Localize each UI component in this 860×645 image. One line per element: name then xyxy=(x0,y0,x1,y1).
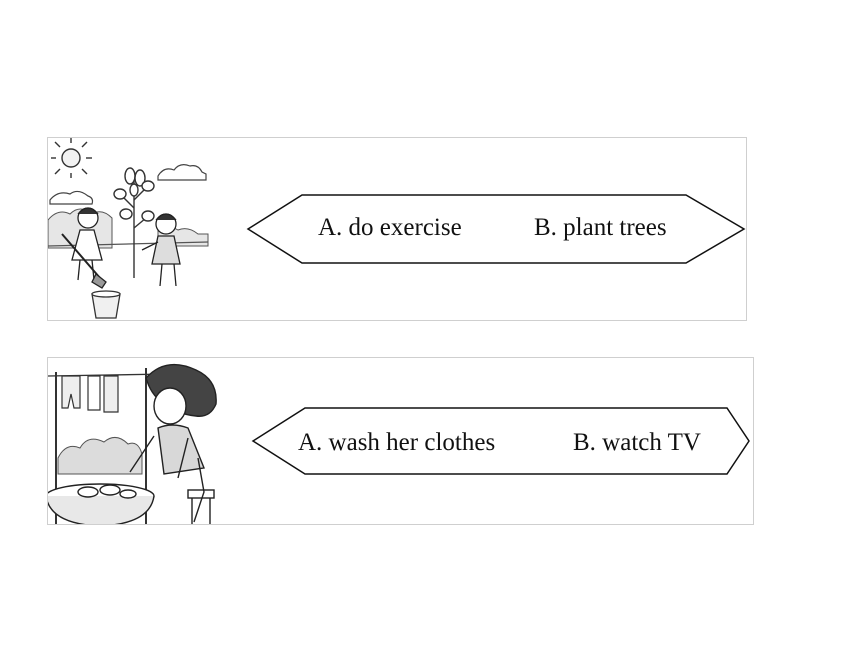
option-a[interactable]: A. wash her clothes xyxy=(298,429,496,456)
question-5-card: A. do exercise B. plant trees xyxy=(47,137,747,321)
answer-options-box xyxy=(246,194,746,264)
option-b[interactable]: B. watch TV xyxy=(573,429,701,456)
planting-trees-illustration xyxy=(48,138,209,319)
washing-clothes-illustration xyxy=(48,363,217,524)
option-b[interactable]: B. plant trees xyxy=(534,214,667,241)
answer-options-box xyxy=(251,407,750,475)
option-a[interactable]: A. do exercise xyxy=(318,214,462,241)
question-6-card: A. wash her clothes B. watch TV xyxy=(47,357,754,525)
